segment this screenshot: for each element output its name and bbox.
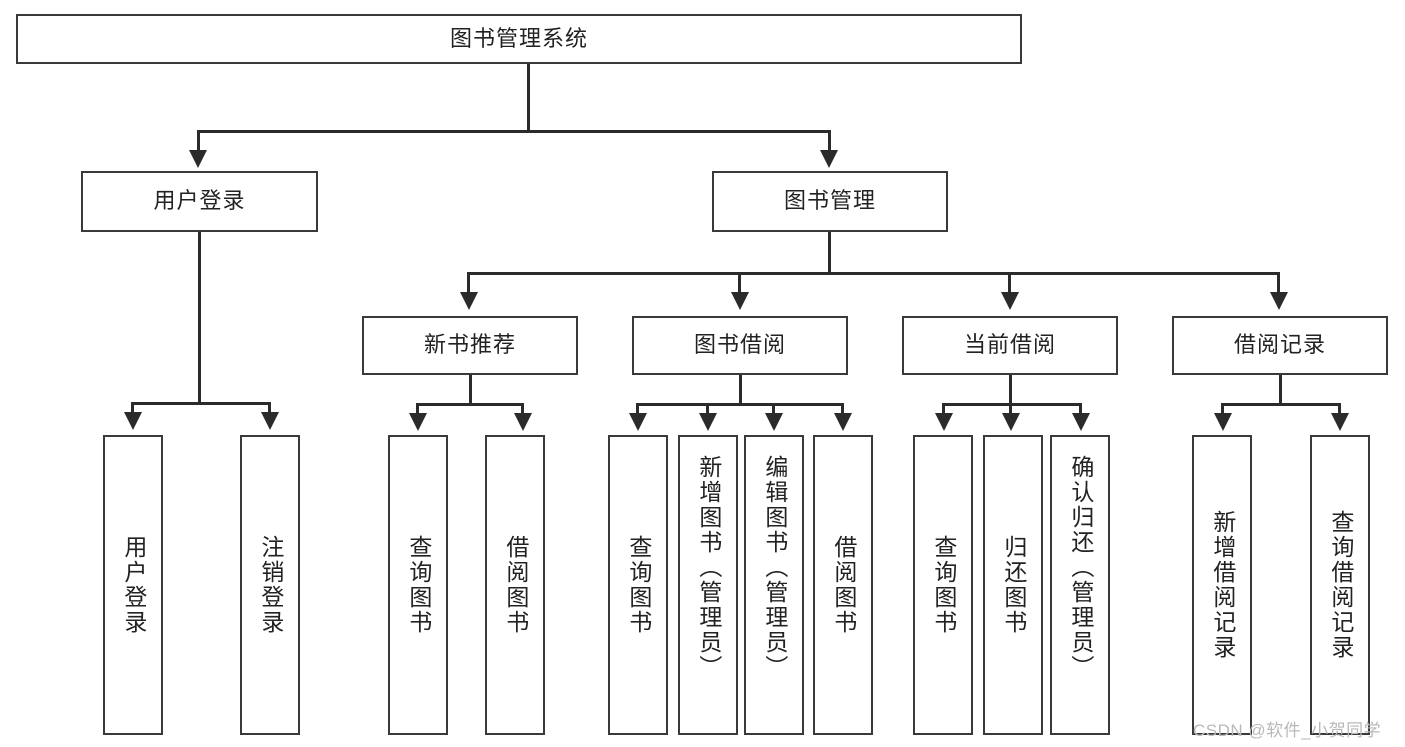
connector-root-stem (527, 64, 530, 131)
connector-book-borrow-bus (636, 403, 844, 406)
node-new-book-recommend[interactable]: 新书推荐 (362, 316, 578, 375)
connector-user-login-drop-2 (268, 402, 271, 414)
csdn-watermark: CSDN @软件_小贺同学 (1193, 721, 1382, 740)
leaf-label: 查询借阅记录 (1327, 510, 1354, 660)
leaf-borrow-record-query[interactable]: 查询借阅记录 (1310, 435, 1370, 735)
arrowhead-book-borrow-leaf-2 (699, 413, 717, 431)
leaf-borrow-record-add[interactable]: 新增借阅记录 (1192, 435, 1252, 735)
node-current-borrow[interactable]: 当前借阅 (902, 316, 1118, 375)
arrowhead-current-borrow-leaf-2 (1002, 413, 1020, 431)
leaf-label: 编辑图书（管理员） (761, 455, 788, 680)
connector-book-borrow-drop-3 (772, 403, 775, 415)
connector-user-login-bus (131, 402, 269, 405)
connector-book-borrow-drop-4 (841, 403, 844, 415)
leaf-current-borrow-confirm[interactable]: 确认归还（管理员） (1050, 435, 1110, 735)
connector-new-book-bus (416, 403, 524, 406)
leaf-new-book-borrow[interactable]: 借阅图书 (485, 435, 545, 735)
arrowhead-to-borrow-record (1270, 292, 1288, 310)
connector-book-borrow-drop-1 (636, 403, 639, 415)
arrowhead-to-book-borrow (731, 292, 749, 310)
node-label: 借阅记录 (1233, 332, 1326, 358)
connector-to-current-borrow (1008, 272, 1011, 294)
leaf-current-borrow-return[interactable]: 归还图书 (983, 435, 1043, 735)
leaf-label: 借阅图书 (830, 535, 857, 635)
node-label: 新书推荐 (423, 332, 516, 358)
leaf-label: 查询图书 (930, 535, 957, 635)
connector-root-to-book-manage (828, 130, 831, 152)
leaf-label: 借阅图书 (502, 535, 529, 635)
connector-book-manage-stem (828, 232, 831, 274)
connector-to-new-book (467, 272, 470, 294)
connector-borrow-record-bus (1221, 403, 1341, 406)
connector-user-login-stem (198, 232, 201, 404)
node-book-management[interactable]: 图书管理 (712, 171, 948, 232)
connector-book-borrow-stem (739, 375, 742, 405)
connector-current-borrow-drop-2 (1009, 403, 1012, 415)
connector-to-book-borrow (738, 272, 741, 294)
connector-borrow-record-stem (1279, 375, 1282, 405)
arrowhead-to-new-book (460, 292, 478, 310)
connector-root-bus (197, 130, 831, 133)
leaf-current-borrow-query[interactable]: 查询图书 (913, 435, 973, 735)
leaf-label: 新增图书（管理员） (695, 455, 722, 680)
arrowhead-borrow-record-leaf-1 (1214, 413, 1232, 431)
connector-current-borrow-drop-1 (942, 403, 945, 415)
arrowhead-book-borrow-leaf-4 (834, 413, 852, 431)
arrowhead-root-to-user-login (189, 150, 207, 168)
arrowhead-user-login-leaf-2 (261, 412, 279, 430)
leaf-label: 归还图书 (1000, 535, 1027, 635)
leaf-label: 用户登录 (120, 535, 147, 635)
leaf-new-book-query[interactable]: 查询图书 (388, 435, 448, 735)
leaf-book-borrow-edit[interactable]: 编辑图书（管理员） (744, 435, 804, 735)
leaf-user-login-login[interactable]: 用户登录 (103, 435, 163, 735)
arrowhead-book-borrow-leaf-1 (629, 413, 647, 431)
arrowhead-new-book-leaf-2 (514, 413, 532, 431)
arrowhead-user-login-leaf-1 (124, 412, 142, 430)
connector-borrow-record-drop-2 (1338, 403, 1341, 415)
node-root-system[interactable]: 图书管理系统 (16, 14, 1022, 64)
connector-current-borrow-stem (1009, 375, 1012, 405)
connector-user-login-drop-1 (131, 402, 134, 414)
connector-new-book-drop-1 (416, 403, 419, 415)
connector-to-borrow-record (1277, 272, 1280, 294)
arrowhead-borrow-record-leaf-2 (1331, 413, 1349, 431)
node-book-borrow[interactable]: 图书借阅 (632, 316, 848, 375)
connector-new-book-stem (469, 375, 472, 405)
node-user-login[interactable]: 用户登录 (81, 171, 318, 232)
connector-book-borrow-drop-2 (706, 403, 709, 415)
leaf-book-borrow-add[interactable]: 新增图书（管理员） (678, 435, 738, 735)
node-label: 用户登录 (153, 188, 246, 214)
connector-borrow-record-drop-1 (1221, 403, 1224, 415)
connector-new-book-drop-2 (521, 403, 524, 415)
leaf-label: 注销登录 (257, 535, 284, 635)
arrowhead-book-borrow-leaf-3 (765, 413, 783, 431)
leaf-label: 查询图书 (405, 535, 432, 635)
leaf-label: 新增借阅记录 (1209, 510, 1236, 660)
arrowhead-current-borrow-leaf-3 (1072, 413, 1090, 431)
connector-root-to-user-login (197, 130, 200, 152)
leaf-book-borrow-query[interactable]: 查询图书 (608, 435, 668, 735)
node-borrow-record[interactable]: 借阅记录 (1172, 316, 1388, 375)
arrowhead-root-to-book-manage (820, 150, 838, 168)
arrowhead-to-current-borrow (1001, 292, 1019, 310)
leaf-book-borrow-lend[interactable]: 借阅图书 (813, 435, 873, 735)
arrowhead-current-borrow-leaf-1 (935, 413, 953, 431)
node-label: 图书管理系统 (449, 25, 588, 51)
connector-level3-bus (467, 272, 1279, 275)
leaf-label: 确认归还（管理员） (1067, 455, 1094, 680)
node-label: 图书管理 (783, 188, 876, 214)
arrowhead-new-book-leaf-1 (409, 413, 427, 431)
node-label: 当前借阅 (963, 332, 1056, 358)
leaf-user-login-logout[interactable]: 注销登录 (240, 435, 300, 735)
connector-current-borrow-bus (942, 403, 1082, 406)
node-label: 图书借阅 (693, 332, 786, 358)
leaf-label: 查询图书 (625, 535, 652, 635)
connector-current-borrow-drop-3 (1079, 403, 1082, 415)
